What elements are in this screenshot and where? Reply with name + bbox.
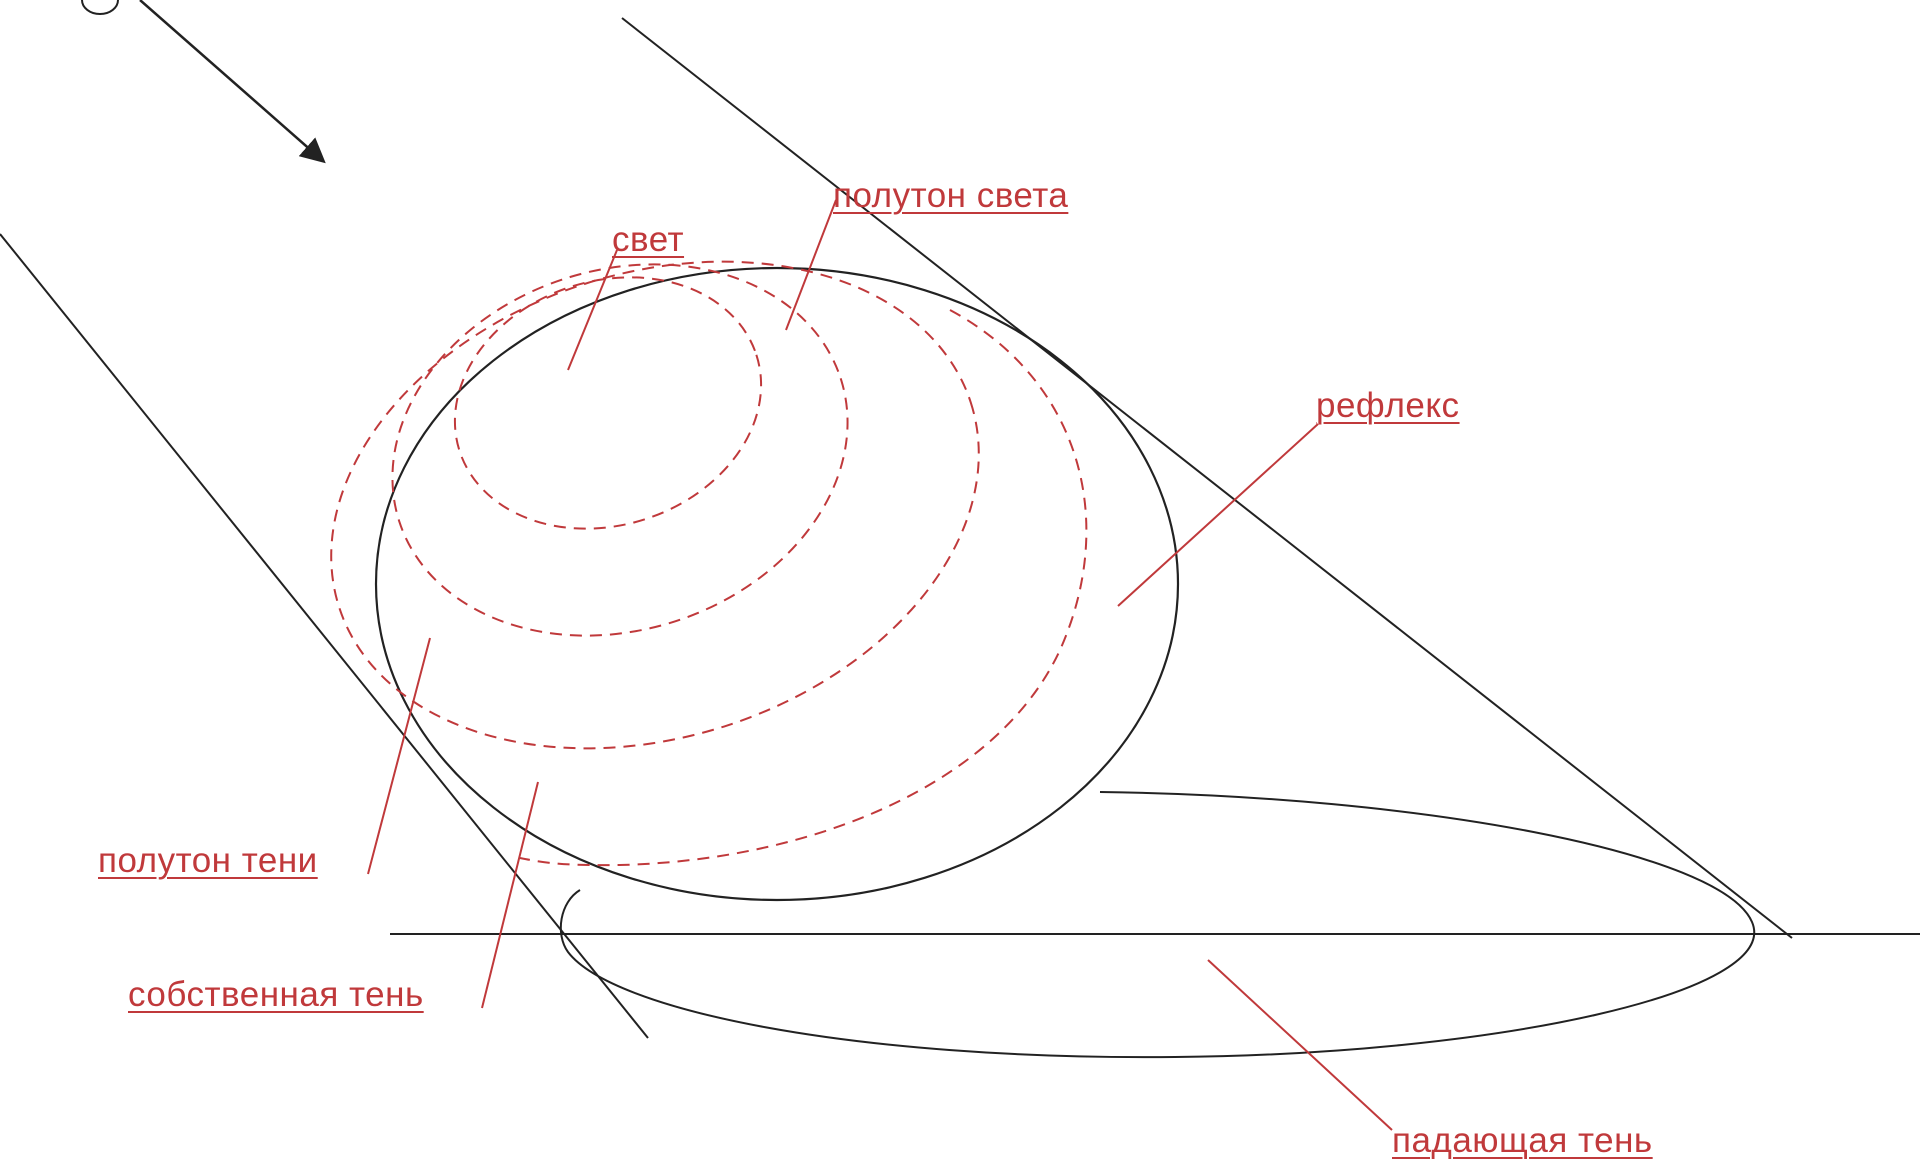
leader-cast-shadow: [1208, 960, 1392, 1130]
label-light: свет: [612, 222, 684, 257]
leader-own-shadow: [482, 782, 538, 1008]
cast-shadow-ellipse: [561, 792, 1754, 1057]
light-source-fragment: [82, 0, 118, 14]
light-direction-arrow: [140, 0, 322, 160]
zone-own-shadow-contour: [520, 310, 1086, 865]
label-reflex: рефлекс: [1316, 388, 1460, 423]
zone-light-halftone-contour: [344, 207, 897, 693]
label-own-shadow: собственная тень: [128, 977, 424, 1012]
label-light-halftone: полутон света: [833, 178, 1068, 213]
label-cast-shadow: падающая тень: [1392, 1123, 1653, 1158]
leader-light-halftone: [786, 200, 836, 330]
light-ray-lower: [0, 234, 648, 1038]
light-ray-upper: [622, 18, 1792, 938]
zone-light-contour: [422, 239, 794, 567]
leader-reflex: [1118, 424, 1318, 606]
label-shadow-halftone: полутон тени: [98, 843, 318, 878]
sphere-outline: [376, 268, 1178, 900]
